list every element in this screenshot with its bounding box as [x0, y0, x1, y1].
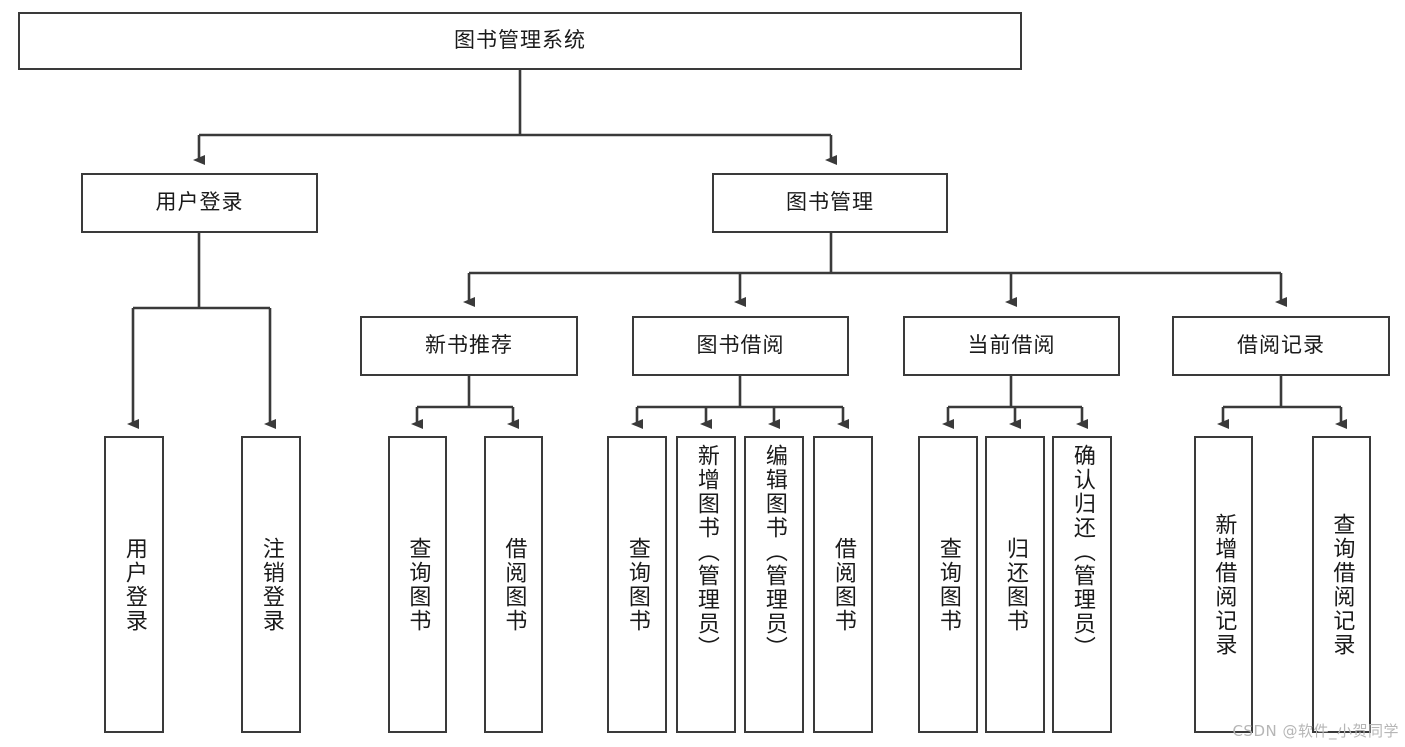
leaf-borrow-record-query-record[interactable]: 查询借阅记录	[1312, 436, 1371, 733]
node-book-borrow[interactable]: 图书借阅	[632, 316, 849, 376]
node-label: 编辑图书（管理员）	[761, 444, 787, 660]
csdn-watermark: CSDN @软件_小贺同学	[1232, 722, 1399, 740]
node-root-book-management-system[interactable]: 图书管理系统	[18, 12, 1022, 70]
leaf-new-book-query-book[interactable]: 查询图书	[388, 436, 447, 733]
leaf-user-login-login[interactable]: 用户登录	[104, 436, 164, 733]
node-label: 查询图书	[935, 536, 961, 633]
leaf-current-borrow-return-book[interactable]: 归还图书	[985, 436, 1045, 733]
node-label: 图书管理	[786, 190, 874, 215]
leaf-current-borrow-confirm-return-admin[interactable]: 确认归还（管理员）	[1052, 436, 1112, 733]
node-current-borrow[interactable]: 当前借阅	[903, 316, 1120, 376]
node-new-book-recommend[interactable]: 新书推荐	[360, 316, 578, 376]
node-label: 用户登录	[155, 190, 244, 215]
leaf-book-borrow-query-book[interactable]: 查询图书	[607, 436, 667, 733]
node-borrow-record[interactable]: 借阅记录	[1172, 316, 1390, 376]
node-label: 当前借阅	[967, 333, 1056, 358]
node-label: 图书管理系统	[454, 28, 586, 53]
node-label: 新增图书（管理员）	[693, 444, 719, 660]
node-label: 借阅图书	[830, 536, 856, 633]
node-label: 查询图书	[624, 536, 650, 633]
node-label: 借阅图书	[501, 536, 527, 633]
node-label: 归还图书	[1002, 536, 1028, 633]
node-label: 用户登录	[121, 536, 147, 633]
leaf-book-borrow-edit-book-admin[interactable]: 编辑图书（管理员）	[744, 436, 804, 733]
node-label: 新增借阅记录	[1211, 512, 1237, 657]
leaf-book-borrow-borrow-book[interactable]: 借阅图书	[813, 436, 873, 733]
node-label: 确认归还（管理员）	[1069, 444, 1095, 660]
node-label: 查询借阅记录	[1329, 512, 1355, 657]
node-label: 新书推荐	[425, 333, 513, 358]
leaf-new-book-borrow-book[interactable]: 借阅图书	[484, 436, 543, 733]
leaf-current-borrow-query-book[interactable]: 查询图书	[918, 436, 978, 733]
leaf-borrow-record-add-record[interactable]: 新增借阅记录	[1194, 436, 1253, 733]
node-label: 借阅记录	[1237, 333, 1325, 358]
leaf-user-login-logout[interactable]: 注销登录	[241, 436, 301, 733]
node-book-management[interactable]: 图书管理	[712, 173, 948, 233]
node-label: 图书借阅	[696, 333, 785, 358]
node-user-login[interactable]: 用户登录	[81, 173, 318, 233]
node-label: 查询图书	[405, 536, 431, 633]
leaf-book-borrow-add-book-admin[interactable]: 新增图书（管理员）	[676, 436, 736, 733]
node-label: 注销登录	[258, 536, 284, 633]
